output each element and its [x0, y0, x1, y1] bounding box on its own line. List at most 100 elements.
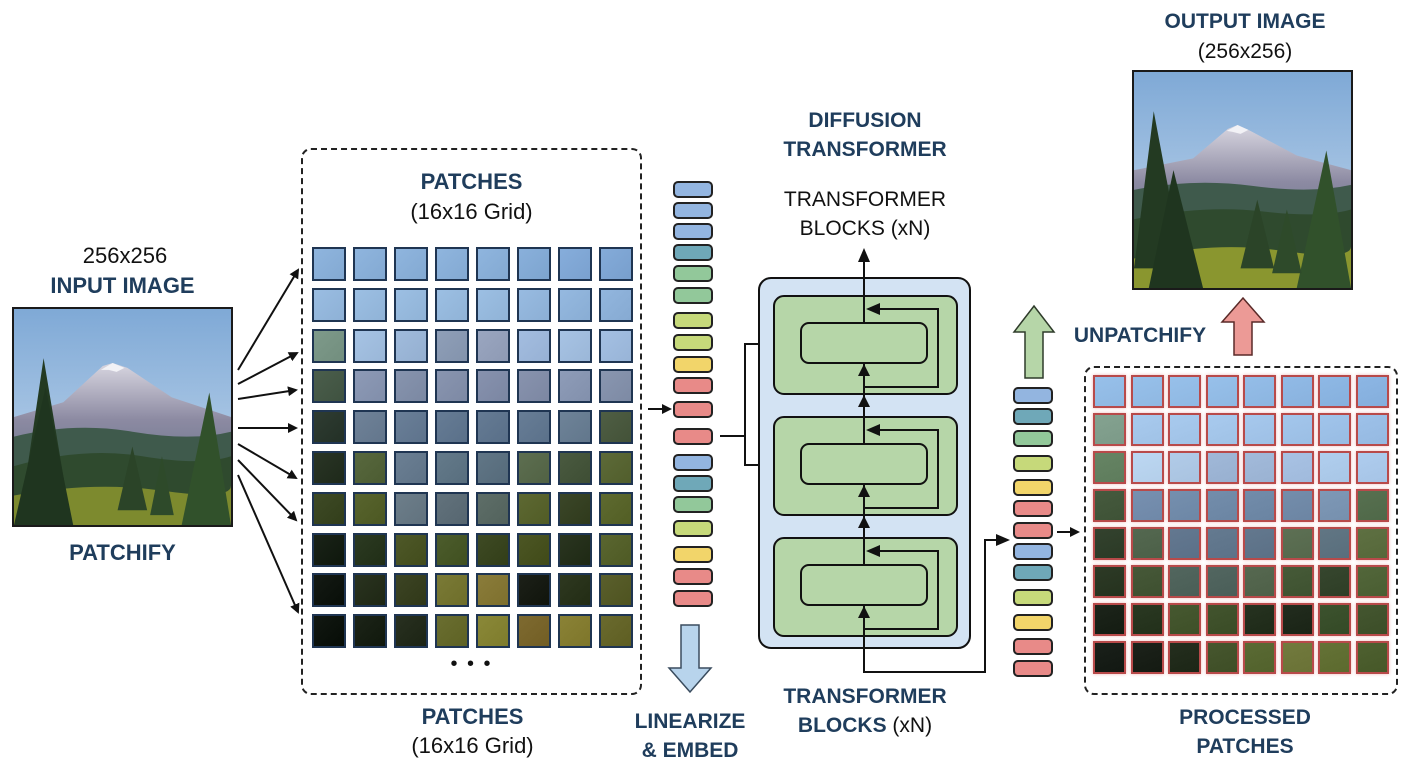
image-patch [558, 369, 592, 404]
processed-patch [1355, 489, 1389, 522]
processed-patch [1093, 527, 1126, 560]
image-patch [435, 573, 469, 608]
processed-patch [1205, 451, 1239, 484]
processed-patches-title-1: PROCESSED [1179, 706, 1311, 729]
arrowhead [858, 248, 870, 262]
image-patch [599, 328, 633, 363]
patches-footer-title: PATCHES [421, 704, 524, 729]
processed-patch [1093, 565, 1126, 598]
arrowhead [858, 516, 870, 528]
processed-patch [1355, 641, 1389, 674]
embedding-token-blue [673, 202, 713, 219]
embedding-token-blue [673, 223, 713, 240]
image-patch [558, 532, 592, 567]
input-image [12, 307, 233, 527]
mountain-landscape-illustration [14, 309, 231, 525]
image-patch [435, 410, 469, 445]
image-patch [312, 532, 346, 567]
processed-patch [1243, 413, 1276, 446]
image-patch [476, 287, 510, 322]
embedding-token-blue [673, 181, 713, 198]
patchify-arrow [237, 352, 299, 385]
transformer-blocks-bottom-word: BLOCKS [797, 714, 887, 737]
embedding-token-red [673, 401, 713, 418]
patches-panel-title: PATCHES [420, 169, 523, 194]
processed-patch [1168, 603, 1201, 636]
embedding-token-red [1013, 500, 1053, 517]
processed-patch [1243, 451, 1276, 484]
image-patch [353, 369, 387, 404]
image-patch [435, 450, 469, 485]
image-patch [558, 247, 592, 281]
image-patch [312, 573, 346, 608]
linearize-label-1: LINEARIZE [634, 710, 746, 733]
processed-patches-title-2: PATCHES [1196, 735, 1294, 758]
processed-patch [1355, 527, 1389, 560]
image-patch [394, 532, 428, 567]
processed-patch [1355, 451, 1389, 484]
processed-patch [1355, 375, 1389, 408]
embedding-token-teal [673, 244, 713, 261]
output-image [1132, 70, 1353, 290]
image-patch [476, 247, 510, 281]
embedding-token-green [673, 265, 713, 282]
image-patch [312, 287, 346, 322]
embedding-token-red [673, 428, 713, 445]
mountain-landscape-illustration [1134, 72, 1351, 288]
linearize-label-2: & EMBED [641, 739, 739, 762]
transformer-to-output-tokens-connector [863, 539, 1000, 673]
image-patch [599, 287, 633, 322]
processed-patch [1205, 603, 1239, 636]
attention-sublayer [800, 443, 928, 485]
image-patch [517, 287, 551, 322]
image-patch [394, 287, 428, 322]
embedding-token-green [673, 287, 713, 304]
processed-patch [1168, 375, 1201, 408]
embedding-token-blue [1013, 543, 1053, 560]
processed-patch [1130, 565, 1164, 598]
ellipsis: • • • [450, 653, 493, 675]
image-patch [353, 287, 387, 322]
processed-patch [1355, 413, 1389, 446]
image-patch [599, 410, 633, 445]
image-patch [476, 491, 510, 526]
unpatchify-label: UNPATCHIFY [1073, 324, 1207, 347]
input-image-title: INPUT IMAGE [50, 273, 195, 298]
processed-patch [1205, 489, 1239, 522]
image-patch [394, 614, 428, 649]
embedding-token-blue [1013, 387, 1053, 404]
image-patch [435, 328, 469, 363]
patchify-arrow [237, 386, 298, 400]
image-patch [312, 247, 346, 281]
image-patch [517, 410, 551, 445]
arrowhead [858, 364, 870, 376]
embedding-token-yellow [1013, 614, 1053, 631]
image-patch [476, 450, 510, 485]
processed-patch [1318, 527, 1351, 560]
processed-patch [1318, 413, 1351, 446]
image-patch [599, 450, 633, 485]
image-patch [394, 573, 428, 608]
embed-to-transformer-connector [720, 343, 770, 466]
image-patch [476, 369, 510, 404]
image-patch [353, 410, 387, 445]
processed-patch [1093, 375, 1126, 408]
processed-patch [1168, 527, 1201, 560]
image-patch [312, 410, 346, 445]
image-patch [517, 247, 551, 281]
image-patch [599, 491, 633, 526]
patchify-arrow [237, 474, 300, 614]
patches-footer-subtitle: (16x16 Grid) [411, 733, 534, 758]
patchify-arrow [237, 268, 300, 371]
processed-patch [1355, 565, 1389, 598]
image-patch [476, 573, 510, 608]
patches-panel-subtitle: (16x16 Grid) [410, 199, 533, 224]
processed-patch-grid [1093, 375, 1389, 674]
image-patch [558, 573, 592, 608]
image-patch [435, 532, 469, 567]
processed-patch [1280, 603, 1314, 636]
image-patch [558, 328, 592, 363]
image-patch [476, 410, 510, 445]
embedding-token-yellow [673, 356, 713, 373]
